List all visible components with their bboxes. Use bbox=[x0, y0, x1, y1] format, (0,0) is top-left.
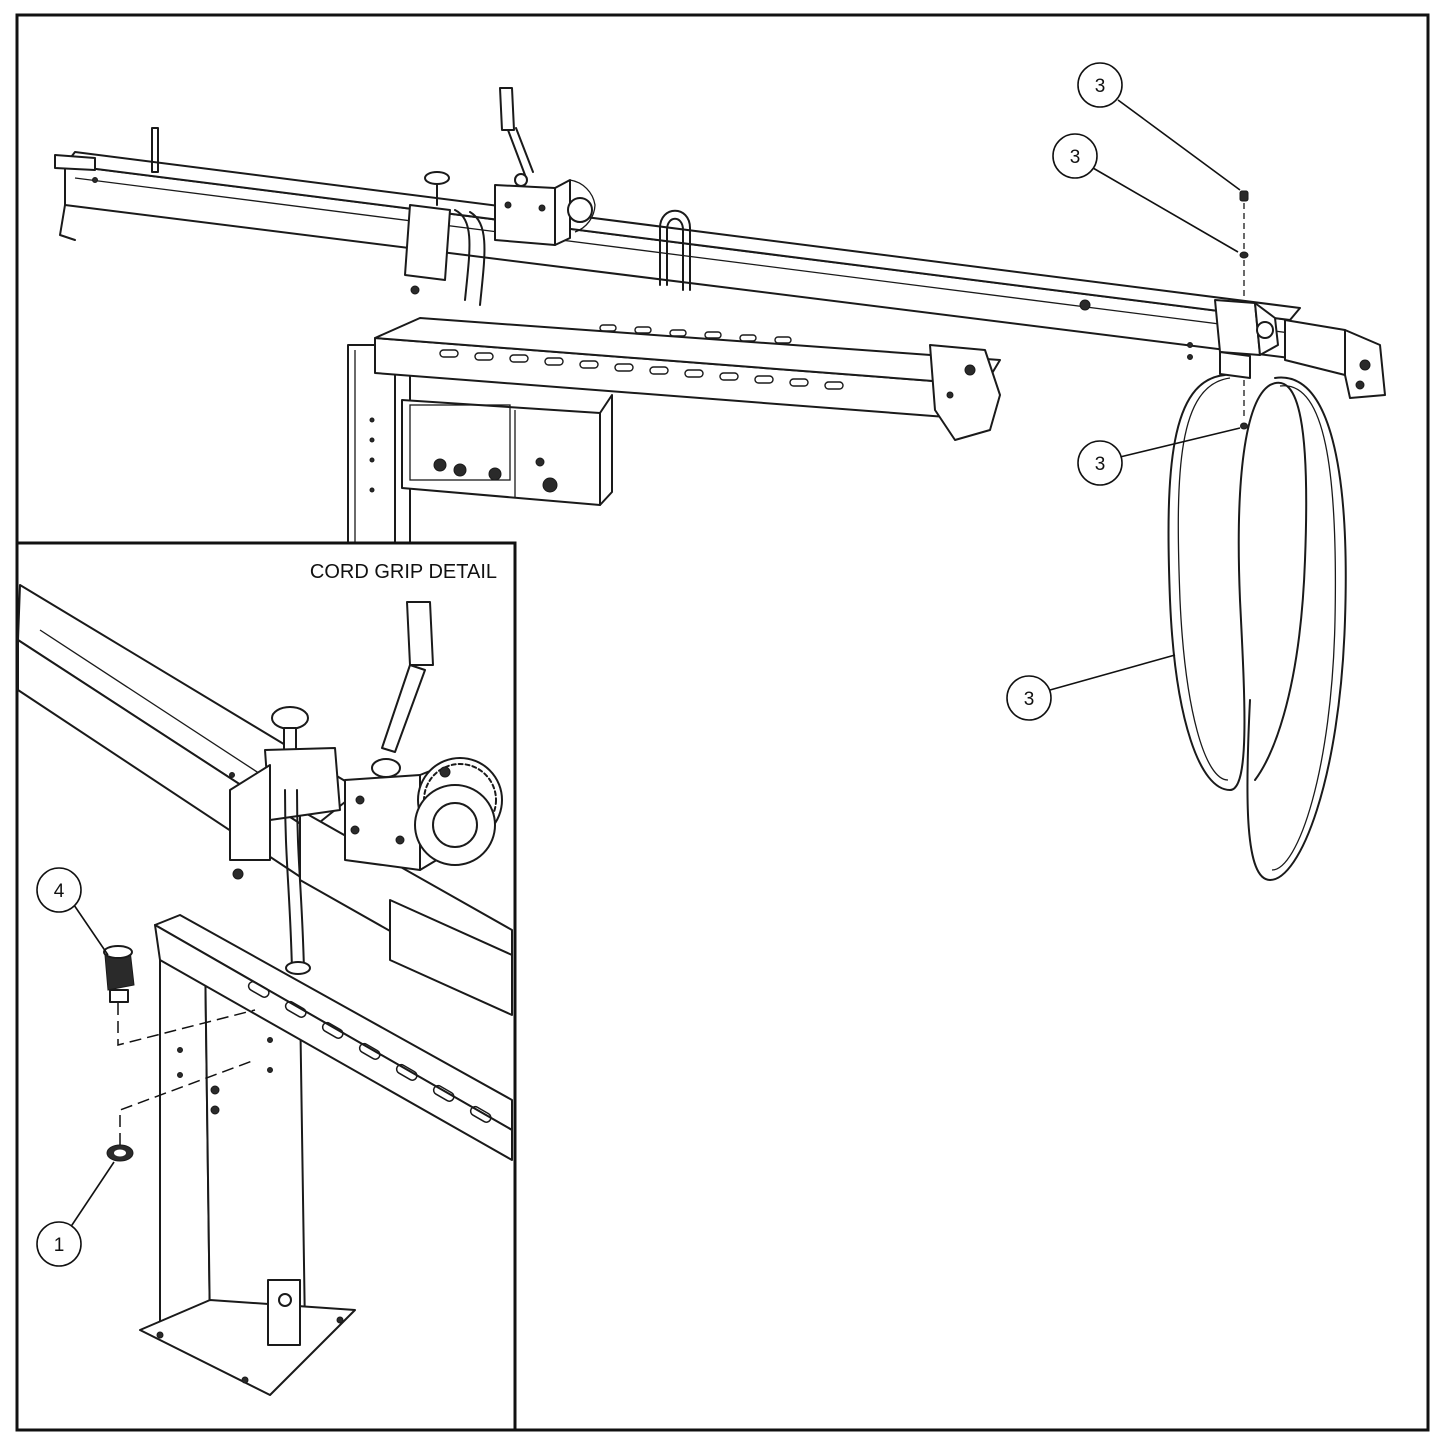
rail-end-bracket bbox=[929, 344, 1001, 441]
screw-part bbox=[1239, 190, 1249, 202]
lifting-eye bbox=[659, 209, 691, 291]
cord-clamp-block bbox=[1214, 299, 1279, 379]
inset-title: CORD GRIP DETAIL bbox=[310, 561, 497, 583]
nut-part bbox=[1240, 422, 1248, 430]
callout-screw-label: 3 bbox=[1095, 76, 1106, 97]
detail-clamp bbox=[229, 706, 341, 880]
detail-crank bbox=[371, 601, 434, 778]
exploded-hardware bbox=[1239, 190, 1249, 430]
assembly-line-lower bbox=[119, 1059, 256, 1145]
mounting-rail bbox=[374, 317, 1001, 421]
callout-cord-grip-circle bbox=[36, 867, 82, 913]
winch bbox=[494, 87, 596, 246]
callout-cord-grip-label: 4 bbox=[54, 881, 65, 902]
callout-cord-circle bbox=[1006, 675, 1052, 721]
detail-slotted-rail bbox=[154, 914, 513, 1161]
boom-clamp bbox=[404, 171, 486, 306]
boom-end-cap bbox=[1284, 319, 1386, 399]
cord-grip-detail-inset: CORD GRIP DETAIL bbox=[15, 541, 517, 1432]
main-assembly bbox=[54, 87, 1386, 881]
callout-washer-label: 3 bbox=[1070, 147, 1081, 168]
callout-locknut-circle bbox=[36, 1221, 82, 1267]
boom-left-handle bbox=[54, 127, 159, 241]
coiled-cord bbox=[1167, 374, 1347, 881]
callouts: 3 3 3 3 4 1 bbox=[36, 62, 1241, 1267]
callout-washer-circle bbox=[1052, 133, 1098, 179]
assembly-line-upper bbox=[117, 1003, 256, 1046]
cord-grip-part bbox=[103, 945, 135, 1003]
callout-clamp-label: 3 bbox=[1095, 454, 1106, 475]
detail-post bbox=[139, 929, 356, 1396]
callout-clamp-circle bbox=[1077, 440, 1123, 486]
locknut-part bbox=[106, 1144, 134, 1162]
callout-screw-circle bbox=[1077, 62, 1123, 108]
callout-cord-label: 3 bbox=[1024, 689, 1035, 710]
detail-gearbox bbox=[344, 757, 503, 871]
control-box bbox=[401, 394, 613, 506]
callout-locknut-label: 1 bbox=[54, 1235, 65, 1256]
washer-part bbox=[1239, 251, 1249, 259]
